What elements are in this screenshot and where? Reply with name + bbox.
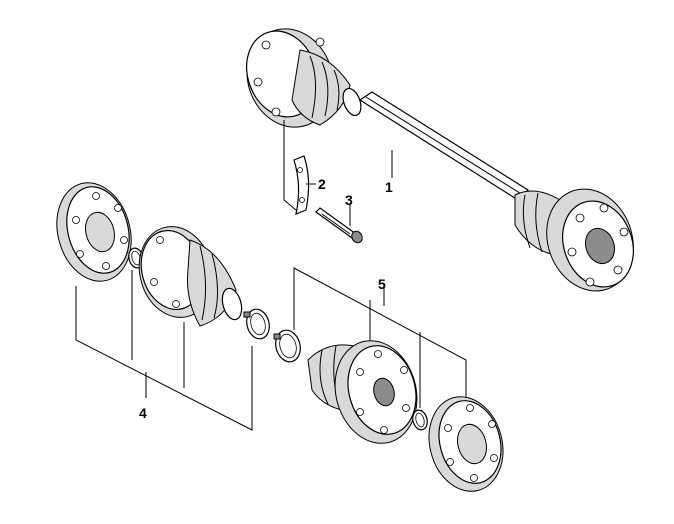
drive-shaft [246,28,634,292]
callout-3: 3 [345,192,353,208]
callout-4: 4 [139,405,147,421]
bolt [315,207,363,244]
lock-plate [283,120,310,215]
repair-kit-left [56,182,270,431]
callout-1: 1 [385,179,393,195]
callout-5: 5 [378,276,386,292]
callout-2: 2 [318,176,326,192]
repair-kit-right [273,267,504,492]
